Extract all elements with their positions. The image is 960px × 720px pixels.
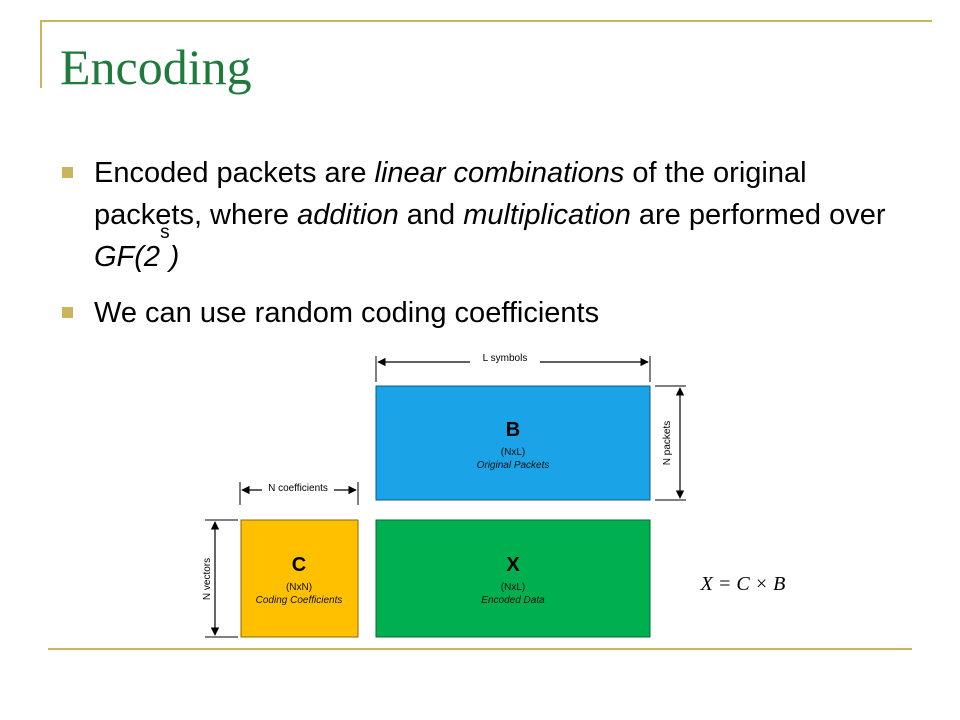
matrix-b-rect	[375, 385, 651, 501]
bullet-text: of the original packets, where	[94, 157, 807, 231]
bottom-rule	[48, 648, 912, 650]
top-rule	[40, 20, 932, 22]
bullet-list: Encoded packets are linear combinations …	[62, 152, 922, 348]
square-bullet-icon	[62, 167, 73, 178]
matrix-x-dims: (NxL)	[501, 582, 525, 593]
matrix-x-letter: X	[506, 554, 520, 576]
emphasis-text: )	[169, 241, 180, 273]
matrix-c-box: C (NxN) Coding Coefficients	[240, 519, 359, 638]
slide-title: Encoding	[60, 39, 252, 95]
bullet-text: and	[398, 199, 464, 231]
l-symbols-dimension: L symbols	[375, 351, 651, 382]
n-packets-label: N packets	[662, 421, 673, 465]
n-packets-dimension: N packets	[655, 385, 686, 501]
emphasis-text: multiplication	[463, 199, 631, 231]
matrix-x-box: X (NxL) Encoded Data	[375, 519, 651, 638]
bullet-text: are performed over	[630, 199, 886, 231]
matrix-x-caption: Encoded Data	[481, 595, 545, 606]
n-coefficients-label: N coefficients	[268, 483, 328, 494]
matrix-b-dims: (NxL)	[501, 447, 525, 458]
emphasis-text: addition	[297, 199, 399, 231]
square-bullet-icon	[62, 307, 73, 318]
emphasis-text: linear combinations	[374, 157, 625, 189]
matrix-c-dims: (NxN)	[286, 582, 312, 593]
matrix-b-letter: B	[506, 419, 520, 441]
bullet-text: We can use random coding coefficients	[94, 297, 600, 329]
n-coefficients-dimension: N coefficients	[239, 481, 359, 505]
matrix-c-rect	[240, 519, 359, 638]
n-vectors-dimension: N vectors	[199, 519, 238, 638]
n-vectors-label: N vectors	[202, 558, 213, 600]
l-symbols-label: L symbols	[483, 353, 528, 364]
matrix-c-caption: Coding Coefficients	[256, 595, 343, 606]
bullet-item: Encoded packets are linear combinations …	[62, 152, 922, 278]
superscript: s	[160, 222, 170, 243]
matrix-x-rect	[375, 519, 651, 638]
matrix-b-box: B (NxL) Original Packets	[375, 385, 651, 501]
matrix-c-letter: C	[292, 554, 306, 576]
emphasis-text: GF(2	[94, 241, 161, 273]
equation: X = C × B	[700, 573, 786, 595]
bullet-item: We can use random coding coefficients	[62, 292, 922, 334]
left-rule	[40, 20, 42, 88]
matrix-b-caption: Original Packets	[477, 460, 550, 471]
bullet-text: Encoded packets are	[94, 157, 375, 189]
